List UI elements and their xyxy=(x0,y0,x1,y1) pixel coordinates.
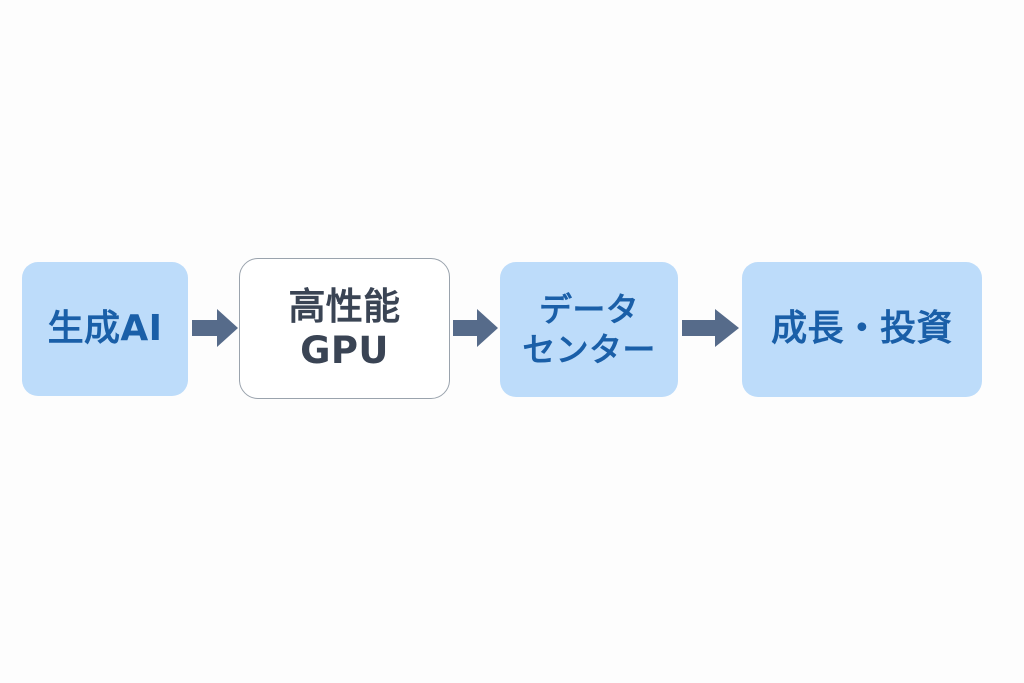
flow-node-high-performance-gpu[interactable]: 高性能 GPU xyxy=(239,258,450,399)
arrow-right-icon-1 xyxy=(192,305,238,351)
arrow-right-icon-2 xyxy=(453,305,498,351)
flow-node-growth-investment[interactable]: 成長・投資 xyxy=(742,262,982,397)
flow-node-label: 高性能 GPU xyxy=(288,284,401,372)
flow-node-generative-ai[interactable]: 生成AI xyxy=(22,262,188,396)
flow-node-label: 生成AI xyxy=(47,307,163,349)
flow-node-label: 成長・投資 xyxy=(771,308,953,350)
arrow-right-icon-3 xyxy=(682,305,739,351)
flow-node-label: データ センター xyxy=(522,289,656,369)
flow-node-data-center[interactable]: データ センター xyxy=(500,262,678,397)
